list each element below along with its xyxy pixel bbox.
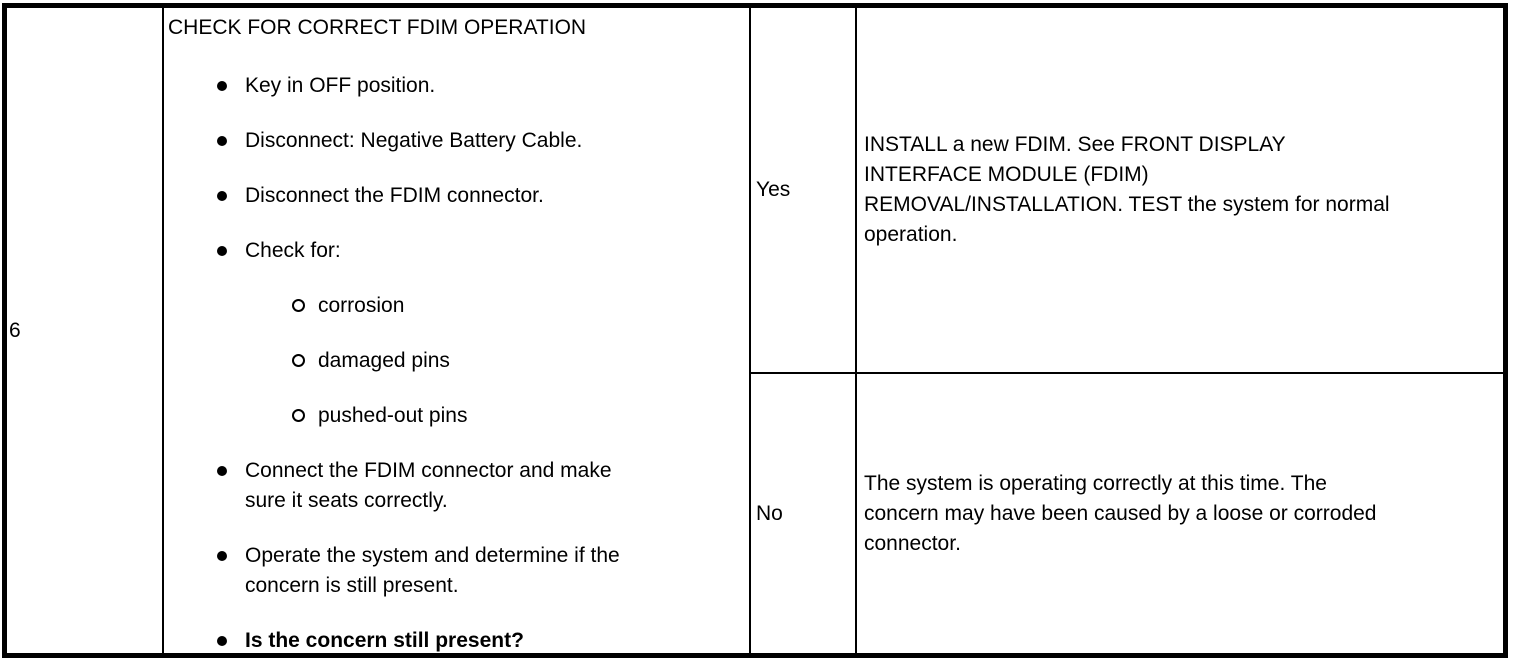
- yes-result-action-cell: INSTALL a new FDIM. See FRONT DISPLAY IN…: [855, 8, 1503, 372]
- bullet-text: Check for:: [245, 239, 341, 262]
- bullet-item: Key in OFF position.: [217, 71, 745, 101]
- bullet-text: corrosion: [318, 294, 405, 317]
- question-bullet-item: Is the concern still present?: [217, 626, 745, 653]
- no-result-action-cell: The system is operating correctly at thi…: [855, 372, 1503, 653]
- filled-bullet-icon: [217, 551, 227, 561]
- filled-bullet-icon: [217, 636, 227, 646]
- pinpoint-test-table: 6 CHECK FOR CORRECT FDIM OPERATION Key i…: [2, 3, 1508, 658]
- open-circle-bullet-icon: [292, 409, 305, 422]
- filled-bullet-icon: [217, 81, 227, 91]
- bullet-item: Operate the system and determine if the …: [217, 541, 745, 601]
- bullet-text: Is the concern still present?: [245, 629, 524, 652]
- filled-bullet-icon: [217, 466, 227, 476]
- bullet-item: Disconnect the FDIM connector.: [217, 181, 745, 211]
- step-number: 6: [9, 318, 21, 342]
- yes-action-text: INSTALL a new FDIM. See FRONT DISPLAY IN…: [864, 133, 1390, 246]
- procedure-title: CHECK FOR CORRECT FDIM OPERATION: [168, 16, 587, 39]
- no-label: No: [756, 501, 783, 525]
- sub-bullet-item: corrosion: [292, 291, 745, 321]
- no-action-text: The system is operating correctly at thi…: [864, 471, 1377, 555]
- bullet-text: Operate the system and determine if the …: [245, 544, 620, 597]
- bullet-text: Connect the FDIM connector and make sure…: [245, 459, 612, 512]
- bullet-text: Disconnect: Negative Battery Cable.: [245, 129, 583, 152]
- sub-bullet-item: damaged pins: [292, 346, 745, 376]
- bullet-text: pushed-out pins: [318, 404, 468, 427]
- filled-bullet-icon: [217, 246, 227, 256]
- bullet-item: Disconnect: Negative Battery Cable.: [217, 126, 745, 156]
- open-circle-bullet-icon: [292, 299, 305, 312]
- no-result-label-cell: No: [749, 372, 855, 653]
- yes-label: Yes: [756, 178, 791, 201]
- step-number-cell: 6: [7, 8, 162, 653]
- filled-bullet-icon: [217, 136, 227, 146]
- bullet-item: Connect the FDIM connector and make sure…: [217, 456, 745, 516]
- open-circle-bullet-icon: [292, 354, 305, 367]
- bullet-text: Key in OFF position.: [245, 74, 436, 97]
- sub-bullet-item: pushed-out pins: [292, 401, 745, 431]
- bullet-text: Disconnect the FDIM connector.: [245, 184, 544, 207]
- filled-bullet-icon: [217, 191, 227, 201]
- yes-result-label-cell: Yes: [749, 8, 855, 372]
- bullet-item: Check for:: [217, 236, 745, 266]
- procedure-cell: CHECK FOR CORRECT FDIM OPERATION Key in …: [162, 8, 749, 653]
- bullet-text: damaged pins: [318, 349, 450, 372]
